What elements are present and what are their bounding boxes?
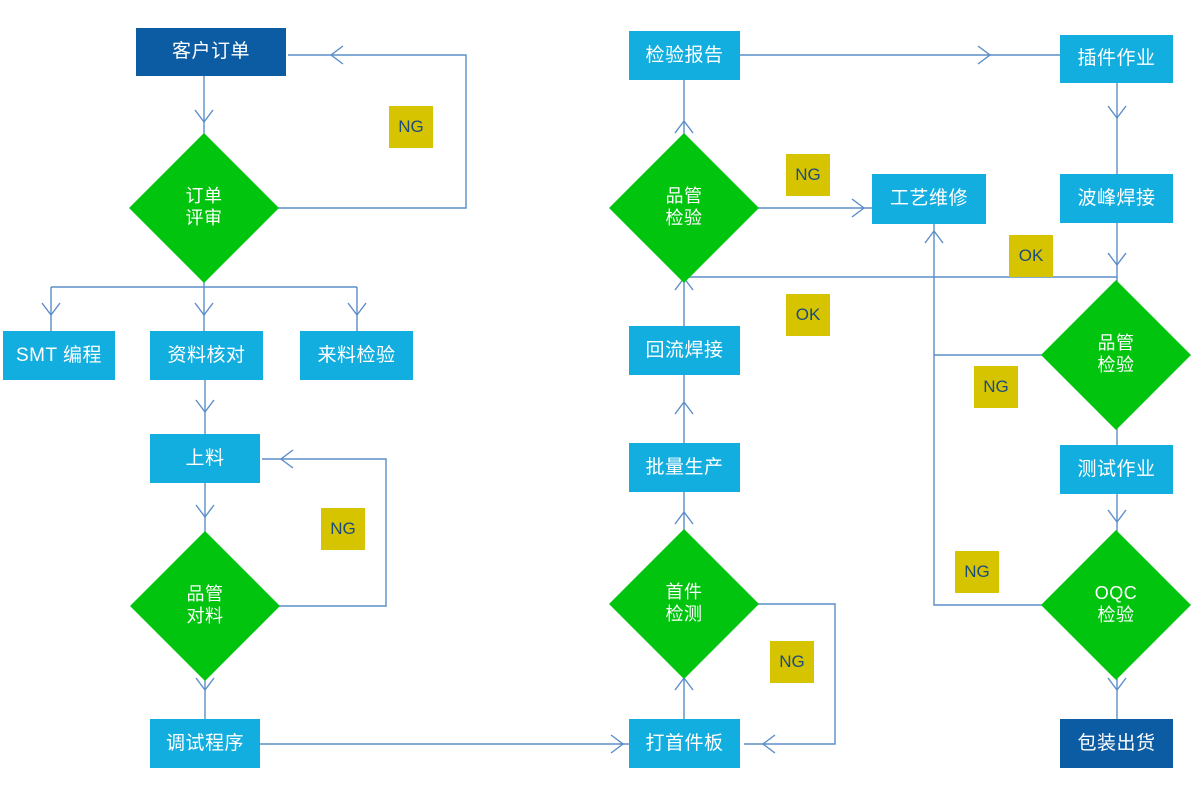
node-qc-inspection-smt[interactable]: 品管 检验 — [609, 133, 759, 283]
arrow-insert-to-wave — [1107, 105, 1127, 120]
node-label: 波峰焊接 — [1077, 187, 1156, 209]
arrow-wave-to-qcdip — [1107, 252, 1127, 267]
node-label: 品管 对料 — [186, 584, 224, 626]
node-label: 打首件板 — [645, 732, 724, 754]
node-debug-program[interactable]: 调试程序 — [150, 719, 260, 768]
edge-tag-ng-first-article: NG — [770, 641, 814, 683]
edge-tag-ok-qc-dip: OK — [1009, 235, 1053, 277]
edge-tag-label: NG — [398, 117, 424, 136]
arrow-qcsmt-to-report — [674, 119, 694, 134]
arrow-review-ng-to-order — [329, 45, 344, 65]
edge-tag-ng-qc-smt: NG — [786, 154, 830, 196]
node-insert-operation[interactable]: 插件作业 — [1060, 35, 1173, 83]
node-label: 工艺维修 — [889, 188, 968, 210]
node-label: 检验报告 — [645, 44, 724, 66]
edge-tag-ng-order-review: NG — [389, 106, 433, 148]
node-oqc-inspection[interactable]: OQC 检验 — [1041, 530, 1191, 680]
node-label: 资料核对 — [167, 344, 246, 366]
node-label: 批量生产 — [645, 456, 724, 478]
node-loading[interactable]: 上料 — [150, 434, 260, 483]
arrow-order-to-review — [194, 109, 214, 124]
node-label: 回流焊接 — [645, 339, 724, 361]
node-label: OQC 检验 — [1094, 583, 1138, 625]
node-first-article-test[interactable]: 首件 检测 — [609, 529, 759, 679]
node-label: 测试作业 — [1077, 458, 1156, 480]
edge-tag-label: NG — [330, 519, 356, 538]
node-smt-programming[interactable]: SMT 编程 — [3, 331, 115, 380]
arrow-qcmat-ng-to-loading — [279, 449, 294, 469]
edge-review-ng-to-order — [257, 54, 467, 209]
node-label: 首件 检测 — [665, 582, 703, 624]
node-label: 品管 检验 — [1097, 333, 1135, 375]
node-inspection-report[interactable]: 检验报告 — [629, 31, 740, 80]
arrow-qcsmt-ng-to-repair — [851, 198, 866, 218]
node-order-review[interactable]: 订单 评审 — [129, 133, 279, 283]
node-label: 调试程序 — [165, 732, 244, 754]
node-label: 品管 检验 — [665, 186, 703, 228]
arrow-loading-to-qcmat — [195, 504, 215, 519]
node-customer-order[interactable]: 客户订单 — [136, 28, 286, 76]
edge-tag-label: NG — [779, 652, 805, 671]
arrow-to-incoming — [347, 302, 367, 317]
arrow-firstboard-to-fatest — [674, 676, 694, 691]
node-qc-inspection-dip[interactable]: 品管 检验 — [1041, 280, 1191, 430]
node-wave-soldering[interactable]: 波峰焊接 — [1060, 174, 1173, 223]
node-incoming-inspection[interactable]: 来料检验 — [300, 331, 413, 380]
arrow-report-to-insert — [977, 45, 992, 65]
edge-tag-label: NG — [795, 165, 821, 184]
arrow-to-data — [194, 302, 214, 317]
edge-tag-label: NG — [964, 562, 990, 581]
node-packing-shipping[interactable]: 包装出货 — [1060, 719, 1173, 768]
node-test-operation[interactable]: 测试作业 — [1060, 445, 1173, 494]
arrow-oqc-to-packing — [1107, 677, 1127, 692]
node-label: 包装出货 — [1077, 732, 1156, 754]
node-qc-material-check[interactable]: 品管 对料 — [130, 531, 280, 681]
node-reflow-soldering[interactable]: 回流焊接 — [629, 326, 740, 375]
node-label: 客户订单 — [171, 41, 250, 63]
edge-tag-label: OK — [795, 305, 821, 324]
node-label: 插件作业 — [1077, 48, 1156, 70]
node-mass-production[interactable]: 批量生产 — [629, 443, 740, 492]
node-label: SMT 编程 — [15, 344, 103, 366]
edge-tag-ng-oqc: NG — [955, 551, 999, 593]
node-process-repair[interactable]: 工艺维修 — [872, 174, 986, 224]
arrow-qcdip-ng-to-repair — [924, 229, 944, 244]
node-label: 上料 — [185, 447, 225, 469]
arrow-data-to-loading — [195, 399, 215, 414]
edge-tag-ng-qc-dip: NG — [974, 366, 1018, 408]
node-data-verification[interactable]: 资料核对 — [150, 331, 263, 380]
edge-tag-label: NG — [983, 377, 1009, 396]
node-label: 订单 评审 — [185, 186, 223, 228]
edge-tag-ng-qc-material: NG — [321, 508, 365, 550]
node-first-article-board[interactable]: 打首件板 — [629, 719, 740, 768]
edge-tag-label: OK — [1018, 246, 1044, 265]
arrow-to-smt — [41, 302, 61, 317]
arrow-fatest-to-mass — [674, 510, 694, 525]
arrow-mass-to-reflow — [674, 400, 694, 415]
arrow-fatest-ng-to-board — [761, 734, 776, 754]
edge-tag-ok-qc-smt: OK — [786, 294, 830, 336]
arrow-debug-to-firstboard — [610, 734, 625, 754]
node-label: 来料检验 — [317, 344, 396, 366]
arrow-test-to-oqc — [1107, 509, 1127, 524]
